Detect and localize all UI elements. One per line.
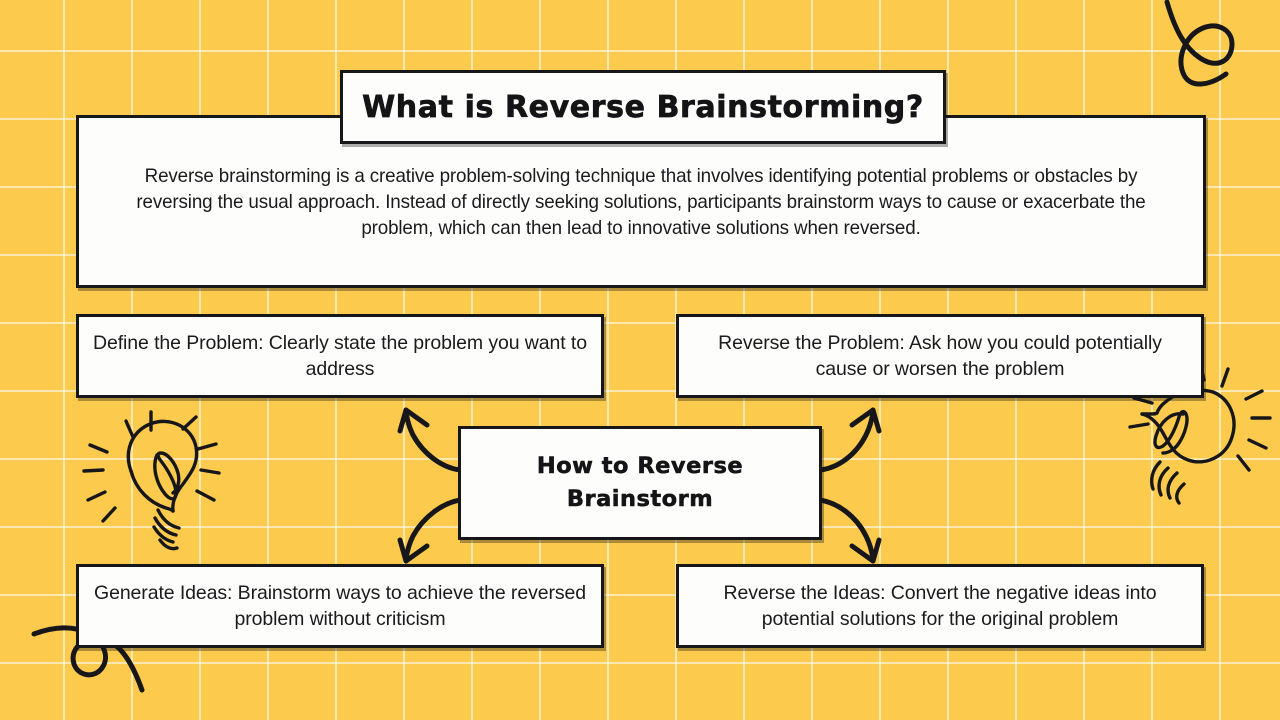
arrow-hub-to-top-left-icon — [397, 407, 463, 473]
lightbulb-left-icon — [126, 419, 199, 551]
arrow-hub-to-bottom-left-icon — [397, 497, 463, 564]
center-hub-label: How to Reverse Brainstorm — [536, 453, 744, 513]
arrow-hub-to-top-right-icon — [817, 407, 882, 473]
step-card-text: Reverse the Ideas: Convert the negative … — [723, 582, 1157, 630]
step-card-reverse-the-problem[interactable]: Reverse the Problem: Ask how you could p… — [676, 314, 1204, 398]
title-banner: What is Reverse Brainstorming? — [340, 70, 946, 144]
step-card-generate-ideas[interactable]: Generate Ideas: Brainstorm ways to achie… — [76, 564, 604, 648]
center-hub-card: How to Reverse Brainstorm — [458, 426, 822, 540]
arrow-hub-to-bottom-right-icon — [817, 497, 882, 564]
page-title: What is Reverse Brainstorming? — [362, 89, 924, 125]
step-card-text: Define the Problem: Clearly state the pr… — [93, 332, 587, 380]
step-card-reverse-the-ideas[interactable]: Reverse the Ideas: Convert the negative … — [676, 564, 1204, 648]
step-card-define-the-problem[interactable]: Define the Problem: Clearly state the pr… — [76, 314, 604, 398]
lightbulb-left-rays-icon — [82, 410, 221, 523]
lightbulb-right-icon — [1140, 388, 1236, 505]
step-card-text: Generate Ideas: Brainstorm ways to achie… — [94, 582, 586, 630]
squiggle-loop-top-right-icon — [1164, 0, 1235, 87]
step-card-text: Reverse the Problem: Ask how you could p… — [718, 332, 1162, 380]
intro-paragraph: Reverse brainstorming is a creative prob… — [136, 164, 1146, 239]
